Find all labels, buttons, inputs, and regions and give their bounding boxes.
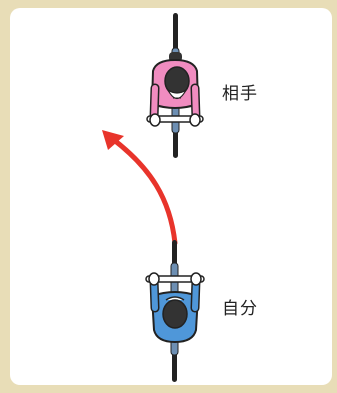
diagram-panel: 相手 自分	[10, 8, 332, 385]
opponent-label: 相手	[222, 84, 258, 104]
path-arrow-icon	[102, 130, 178, 246]
diagram-canvas	[102, 13, 205, 382]
opponent-cyclist-icon	[146, 13, 204, 158]
self-label: 自分	[222, 299, 258, 319]
self-cyclist-icon	[145, 240, 205, 382]
